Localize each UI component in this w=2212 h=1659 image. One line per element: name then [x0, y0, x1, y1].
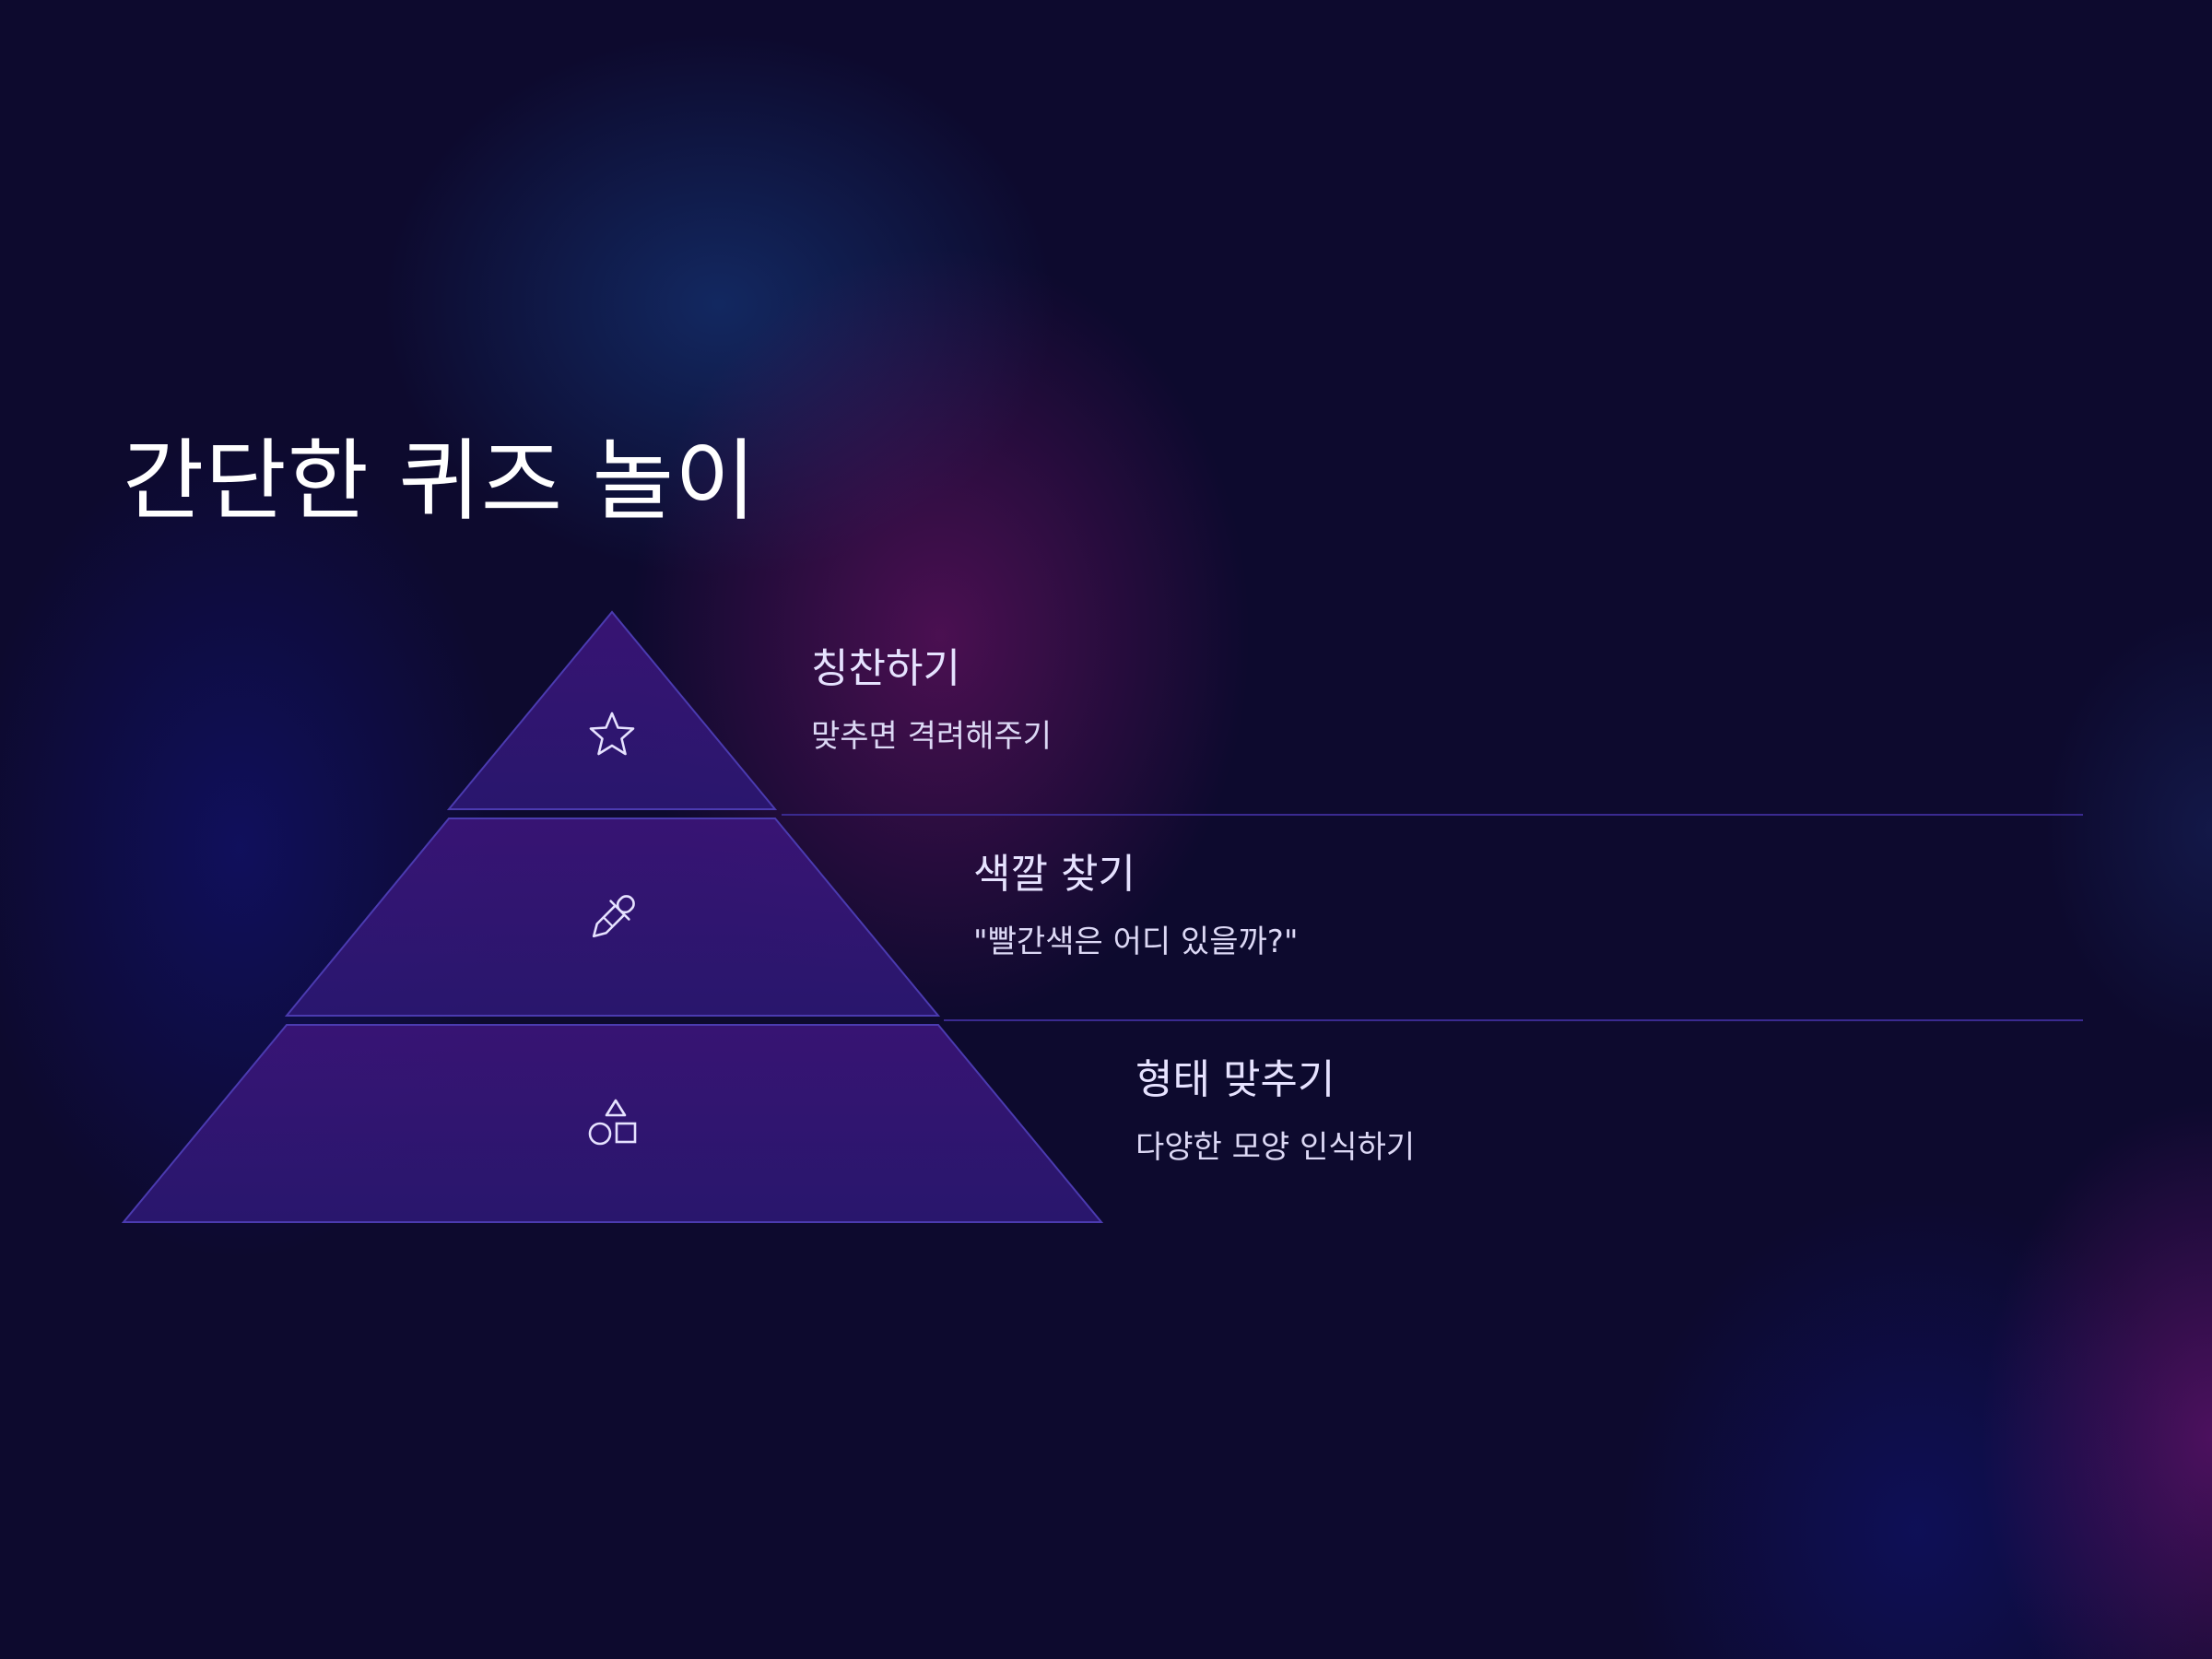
level-2-description: "빨간색은 어디 있을까?" [973, 923, 1299, 960]
level-3-description: 다양한 모양 인식하기 [1135, 1128, 1416, 1166]
level-2-text: 색깔 찾기 "빨간색은 어디 있을까?" [973, 851, 1298, 961]
page-title: 간단한 퀴즈 놀이 [123, 429, 758, 533]
eyedropper-icon [592, 895, 635, 938]
level-1-text: 칭찬하기 맞추면 격려해주기 [811, 645, 1052, 756]
level-1-heading: 칭찬하기 [811, 645, 960, 692]
shapes-icon [588, 1099, 637, 1146]
pyramid-tier-1 [446, 610, 778, 810]
star-icon [589, 712, 635, 756]
level-1-description: 맞추면 격려해주기 [811, 717, 1053, 755]
level-3-text: 형태 맞추기 다양한 모양 인식하기 [1135, 1056, 1415, 1167]
level-3-heading: 형태 맞추기 [1135, 1056, 1335, 1103]
pyramid-tier-2 [284, 818, 941, 1017]
pyramid-tier-3 [121, 1024, 1104, 1223]
level-2-heading: 색깔 찾기 [973, 851, 1135, 898]
